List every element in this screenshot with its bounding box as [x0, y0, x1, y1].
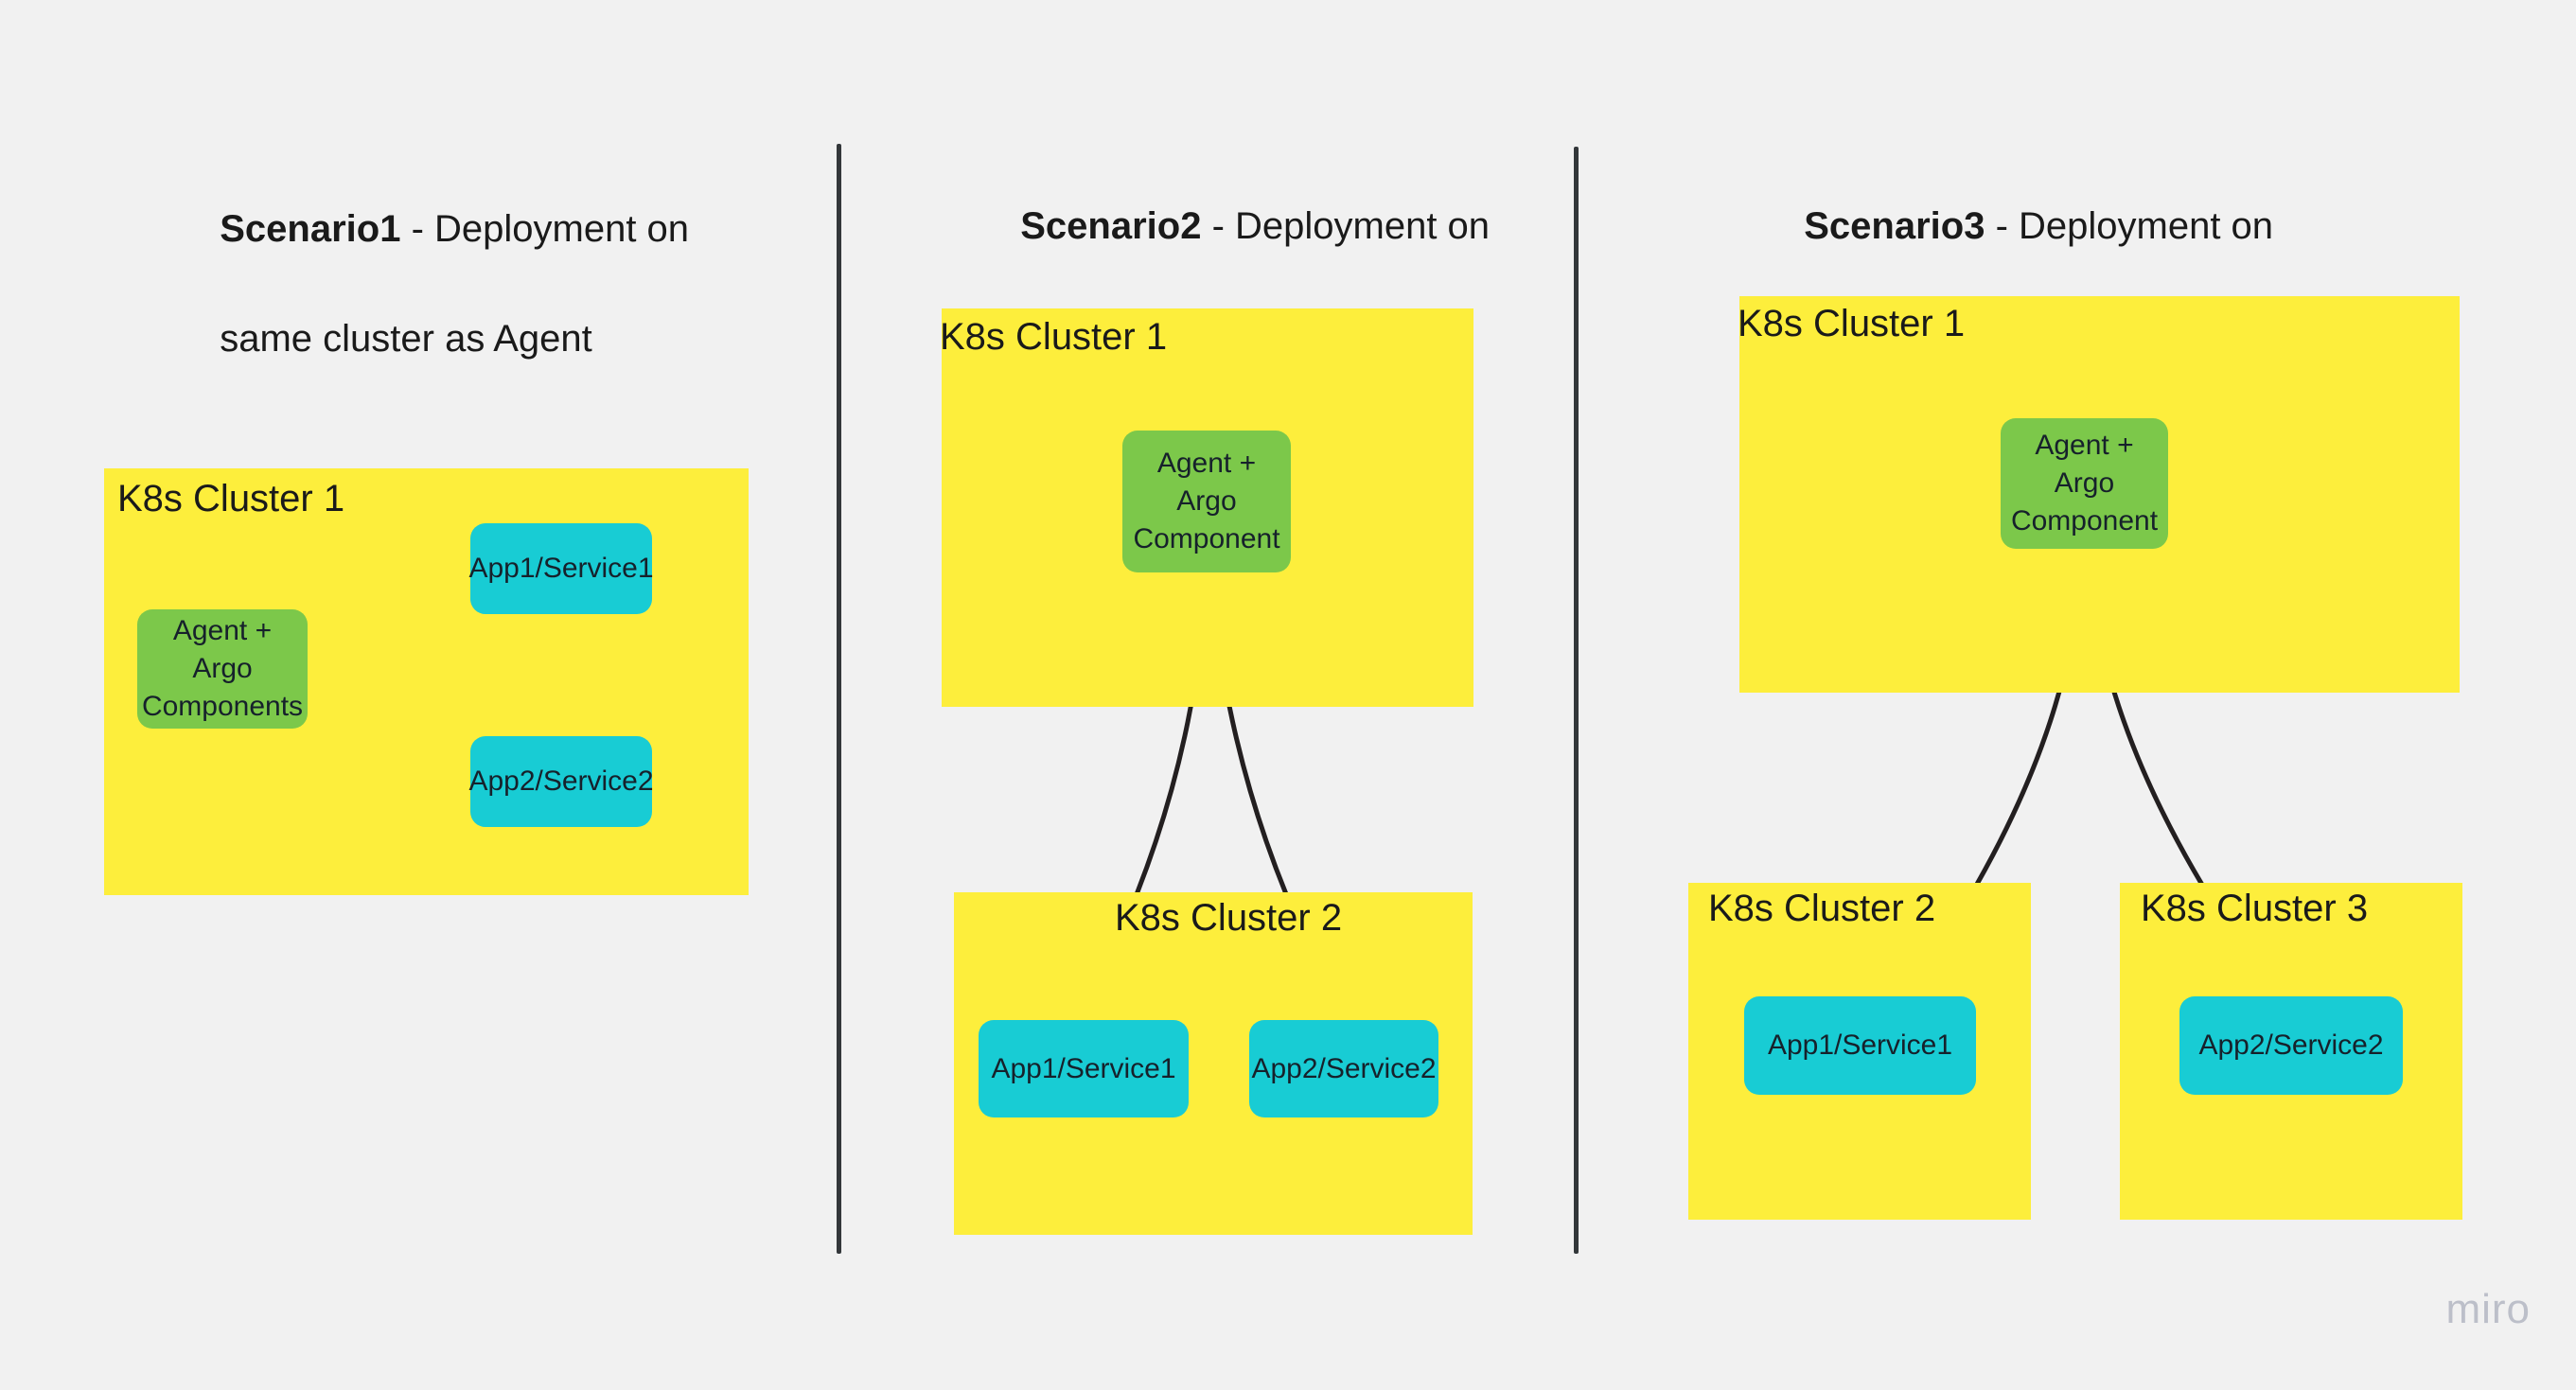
- scenario3-app2-node[interactable]: App2/Service2: [2179, 996, 2403, 1095]
- scenario2-agent-node-label: Agent + Argo Component: [1133, 448, 1280, 554]
- scenario2-agent-node[interactable]: Agent + Argo Component: [1122, 431, 1291, 572]
- scenario3-app2-node-label: App2/Service2: [2198, 1029, 2384, 1062]
- scenario1-title-rest: - Deployment on: [400, 208, 690, 250]
- scenario1-title: Scenario1 - Deployment on same cluster a…: [199, 147, 785, 366]
- scenario1-agent-node[interactable]: Agent + Argo Components: [137, 609, 308, 729]
- scenario1-app2-node[interactable]: App2/Service2: [468, 736, 654, 827]
- scenario3-agent-node-label: Agent + Argo Component: [2010, 430, 2159, 537]
- scenario3-cluster-2-label: K8s Cluster 2: [1708, 888, 1936, 929]
- scenario2-app2-node[interactable]: App2/Service2: [1249, 1020, 1438, 1117]
- scenario2-cluster-2-label: K8s Cluster 2: [1115, 897, 1343, 939]
- miro-watermark: miro: [2445, 1286, 2531, 1332]
- scenario1-app1-node-label: App1/Service1: [468, 553, 654, 585]
- scenario1-agent-node-label: Agent + Argo Components: [141, 615, 304, 722]
- divider-2: [1574, 147, 1579, 1254]
- scenario3-app1-node-label: App1/Service1: [1767, 1029, 1953, 1062]
- scenario3-cluster-3-label: K8s Cluster 3: [2141, 888, 2369, 929]
- scenario1-title-strong: Scenario1: [220, 208, 401, 250]
- scenario2-title-rest: - Deployment on: [1201, 205, 1491, 247]
- scenario3-agent-node[interactable]: Agent + Argo Component: [2001, 418, 2168, 549]
- scenario1-cluster-1-label: K8s Cluster 1: [117, 478, 345, 519]
- divider-1: [837, 144, 841, 1254]
- scenario2-cluster-1-label: K8s Cluster 1: [940, 316, 1168, 358]
- scenario2-app1-node-label: App1/Service1: [991, 1052, 1176, 1084]
- scenario2-title-strong: Scenario2: [1020, 205, 1202, 247]
- scenario1-title-line2: same cluster as Agent: [220, 318, 592, 360]
- scenario3-title-rest: - Deployment on: [1985, 205, 2274, 247]
- scenario3-title-strong: Scenario3: [1804, 205, 1985, 247]
- scenario1-app1-node[interactable]: App1/Service1: [468, 523, 654, 614]
- scenario2-app1-node[interactable]: App1/Service1: [979, 1020, 1189, 1117]
- scenario3-app1-node[interactable]: App1/Service1: [1744, 996, 1976, 1095]
- scenario3-cluster-1-label: K8s Cluster 1: [1738, 303, 1966, 344]
- scenario2-app2-node-label: App2/Service2: [1251, 1052, 1437, 1084]
- scenario1-app2-node-label: App2/Service2: [468, 765, 654, 798]
